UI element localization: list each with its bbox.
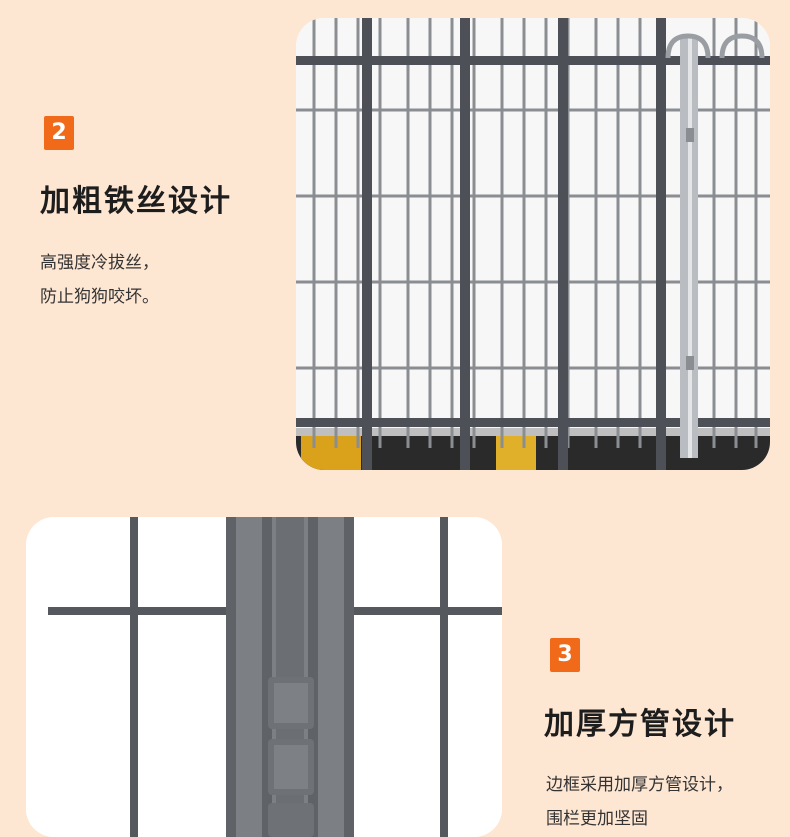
section-2-number-badge: 2 bbox=[44, 116, 74, 150]
section-2-description: 高强度冷拔丝， 防止狗狗咬坏。 bbox=[40, 246, 159, 314]
section-3-line-2: 围栏更加坚固 bbox=[546, 809, 648, 829]
section-3-title: 加厚方管设计 bbox=[544, 707, 736, 742]
section-2-line-2: 防止狗狗咬坏。 bbox=[40, 287, 159, 307]
section-3-line-1: 边框采用加厚方管设计， bbox=[546, 775, 733, 795]
square-tube-frame-photo bbox=[26, 517, 502, 837]
section-2-title: 加粗铁丝设计 bbox=[40, 184, 232, 219]
section-2-line-1: 高强度冷拔丝， bbox=[40, 253, 159, 273]
section-3-number-badge: 3 bbox=[550, 638, 580, 672]
section-3-description: 边框采用加厚方管设计， 围栏更加坚固 bbox=[546, 768, 733, 836]
thick-wire-fence-photo bbox=[296, 18, 770, 470]
